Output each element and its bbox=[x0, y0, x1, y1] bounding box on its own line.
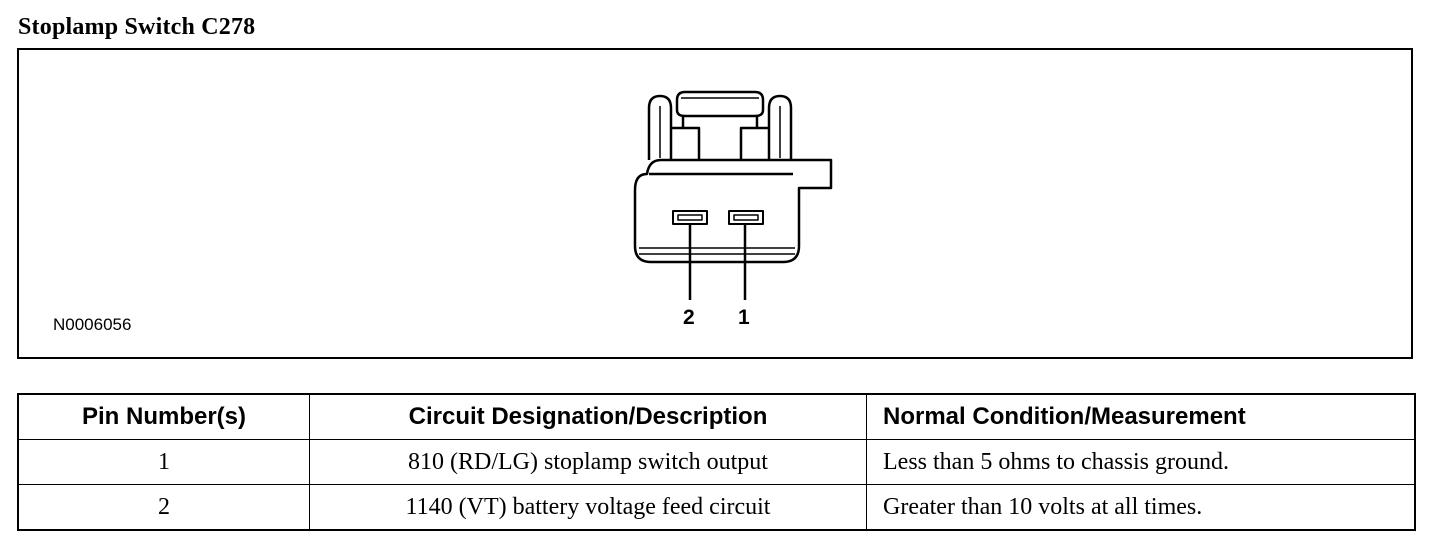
table-row: 1 810 (RD/LG) stoplamp switch output Les… bbox=[17, 439, 1416, 485]
connector-figure: 2 1 N0006056 bbox=[17, 48, 1413, 359]
pin-table: Pin Number(s) Circuit Designation/Descri… bbox=[17, 393, 1416, 531]
connector-body bbox=[633, 158, 833, 264]
header-pin-number: Pin Number(s) bbox=[17, 393, 310, 440]
lock-tab bbox=[675, 90, 765, 118]
figure-id: N0006056 bbox=[53, 315, 132, 334]
table-row: 2 1140 (VT) battery voltage feed circuit… bbox=[17, 484, 1416, 531]
header-condition: Normal Condition/Measurement bbox=[866, 393, 1416, 440]
page-title: Stoplamp Switch C278 bbox=[18, 14, 256, 40]
header-circuit: Circuit Designation/Description bbox=[309, 393, 867, 440]
cell-condition: Less than 5 ohms to chassis ground. bbox=[866, 439, 1416, 485]
cell-condition: Greater than 10 volts at all times. bbox=[866, 484, 1416, 531]
cell-pin: 2 bbox=[17, 484, 310, 531]
cell-pin: 1 bbox=[17, 439, 310, 485]
right-latch bbox=[767, 94, 793, 160]
left-latch bbox=[647, 94, 673, 160]
pin-label-1: 1 bbox=[738, 306, 750, 329]
cell-circuit: 1140 (VT) battery voltage feed circuit bbox=[309, 484, 867, 531]
cell-circuit: 810 (RD/LG) stoplamp switch output bbox=[309, 439, 867, 485]
pin-label-2: 2 bbox=[683, 306, 695, 329]
table-header-row: Pin Number(s) Circuit Designation/Descri… bbox=[17, 393, 1416, 440]
connector-face-diagram bbox=[633, 90, 833, 300]
